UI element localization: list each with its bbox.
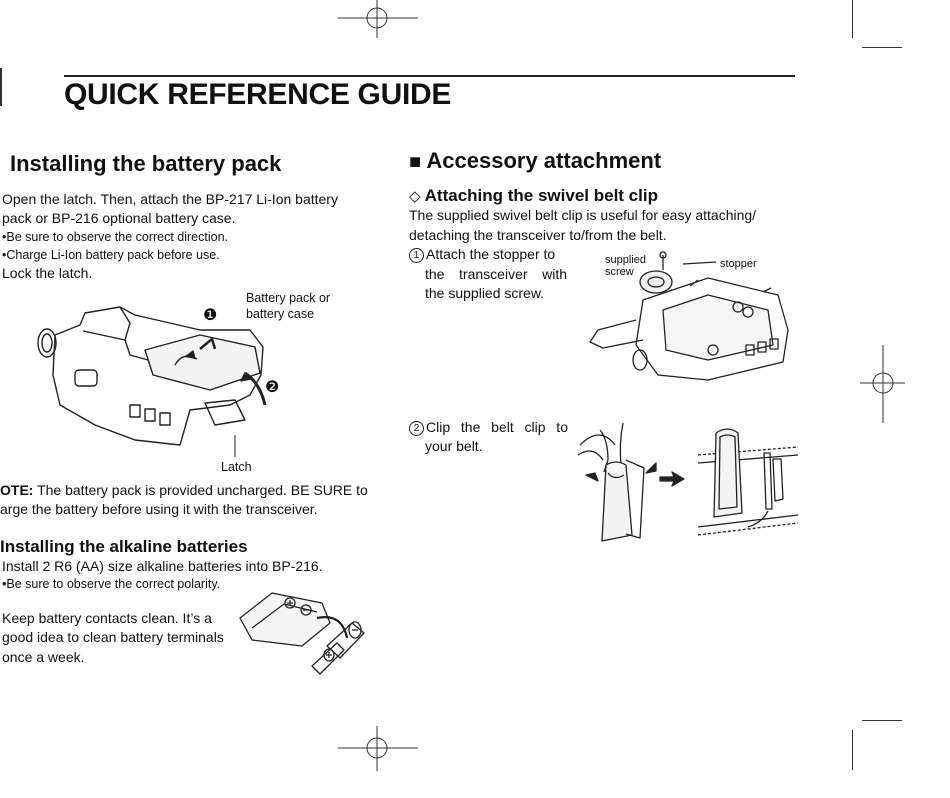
header-rule — [64, 75, 795, 77]
swivel-subheading-text: Attaching the swivel belt clip — [424, 186, 658, 205]
step2-text-line1: Clip the belt clip to — [426, 419, 568, 435]
step2-marker: ❷ — [265, 379, 280, 396]
battery-pack-illustration — [37, 306, 267, 457]
stopper-transceiver-illustration — [589, 251, 789, 381]
figure-label-battery-pack: Battery pack or battery case — [246, 290, 330, 322]
keep-clean-line1: Keep battery contacts clean. It’s a — [2, 610, 212, 626]
swivel-subheading: ◇ Attaching the swivel belt clip — [409, 186, 658, 206]
latch-label: Latch — [221, 460, 252, 474]
registration-mark-right — [860, 345, 905, 423]
crop-mark-top-right-v — [852, 0, 853, 38]
bullet-direction: •Be sure to observe the correct directio… — [2, 230, 229, 244]
battery-paragraph-line1: Open the latch. Then, attach the BP-217 … — [2, 191, 338, 207]
keep-clean-line3: once a week. — [2, 649, 85, 665]
lock-latch-text: Lock the latch. — [2, 265, 93, 281]
alkaline-heading: Installing the alkaline batteries — [0, 537, 248, 556]
crop-mark-left — [0, 68, 2, 106]
note-line1-text: The battery pack is provided uncharged. … — [33, 482, 368, 498]
keep-clean-line2: good idea to clean battery terminals — [2, 629, 224, 645]
alkaline-line1: Install 2 R6 (AA) size alkaline batterie… — [2, 558, 323, 574]
belt-clip-illustration — [577, 422, 799, 542]
step1-number: 1 — [409, 248, 424, 263]
label-supplied: supplied — [605, 254, 646, 266]
note-label: OTE: — [0, 482, 34, 498]
label-screw: screw — [605, 266, 634, 278]
battery-paragraph-line2: pack or BP-216 optional battery case. — [2, 210, 236, 226]
label-stopper: stopper — [720, 258, 757, 270]
alkaline-bullet: •Be sure to observe the correct polarity… — [2, 577, 221, 591]
step1-line2: the transceiver with — [425, 266, 567, 282]
figure-label-pack-line1: Battery pack or — [246, 291, 331, 305]
crop-mark-top-right-h — [862, 47, 902, 48]
registration-mark-bottom — [338, 726, 418, 771]
registration-mark-top — [338, 0, 418, 38]
battery-pack-heading: Installing the battery pack — [10, 151, 282, 176]
crop-mark-bottom-right-h — [862, 720, 902, 721]
heading-square-icon: ■ — [409, 151, 422, 173]
step2-number: 2 — [409, 421, 424, 436]
crop-mark-bottom-right-v — [852, 730, 853, 770]
figure-label-pack-line2: battery case — [246, 307, 315, 321]
accessory-heading: ■ Accessory attachment — [409, 148, 661, 174]
note-line1: OTE: The battery pack is provided unchar… — [0, 481, 368, 501]
step1-text-line1: Attach the stopper to — [426, 246, 556, 262]
label-supplied-screw: supplied screw — [605, 254, 646, 278]
step2-line2: your belt. — [425, 438, 483, 454]
bullet-charge: •Charge Li-Ion battery pack before use. — [2, 248, 220, 262]
alkaline-battery-illustration — [239, 592, 365, 675]
diamond-icon: ◇ — [409, 188, 421, 205]
accessory-heading-text: Accessory attachment — [426, 148, 662, 173]
swivel-intro-line1: The supplied swivel belt clip is useful … — [409, 207, 757, 223]
note-line2: arge the battery before using it with th… — [0, 501, 318, 517]
step1-line3: the supplied screw. — [425, 285, 545, 301]
page-title: QUICK REFERENCE GUIDE — [64, 78, 452, 111]
step1-marker: ❶ — [203, 307, 218, 324]
swivel-intro-line2: detaching the transceiver to/from the be… — [409, 227, 667, 243]
